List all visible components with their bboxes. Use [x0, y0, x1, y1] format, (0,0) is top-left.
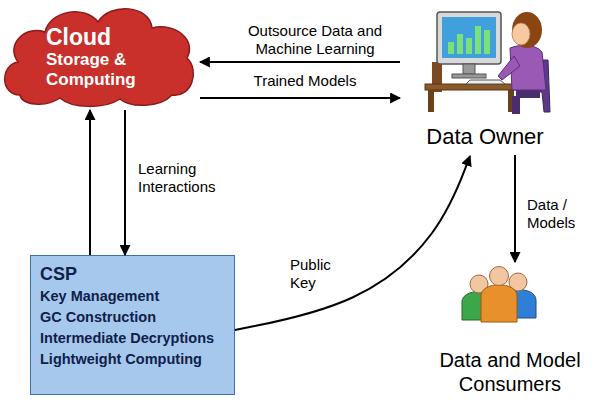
desk-leg: [428, 90, 434, 112]
chart-bar: [484, 30, 490, 54]
cloud-outline: [5, 9, 194, 107]
person-leg: [512, 96, 520, 114]
node-text: Key Management: [40, 286, 225, 307]
chart-bar: [448, 42, 454, 54]
person-face: [512, 23, 530, 45]
node-text: Storage & Computing: [46, 50, 146, 90]
edge-label: Learning Interactions: [138, 160, 230, 196]
connector-arrow: [200, 97, 400, 99]
monitor-stand: [463, 64, 475, 74]
actor-node: Data and Model Consumers: [430, 262, 590, 400]
chart-bar: [475, 26, 481, 54]
data-owner-illustration: [425, 12, 550, 114]
monitor-screen: [442, 17, 496, 58]
connector-arrow: [200, 61, 400, 63]
edge-label: Data / Models: [527, 196, 587, 232]
edge-label: Trained Models: [245, 72, 365, 90]
node-text: GC Construction: [40, 307, 225, 328]
chart-bar: [466, 38, 472, 54]
desk: [425, 84, 520, 90]
consumers-illustration: [462, 267, 536, 323]
person-head: [490, 267, 509, 286]
person-body: [481, 285, 517, 322]
node-title: Data Owner: [426, 124, 543, 149]
connector-arrow: [89, 110, 91, 255]
node-title: Cloud: [46, 24, 200, 50]
monitor-base: [452, 74, 486, 78]
person-arm: [498, 56, 520, 80]
node-title: CSP: [40, 262, 225, 286]
cloud-node: CloudStorage & Computing: [0, 0, 200, 110]
connector-arrow: [124, 110, 126, 255]
edge-label: Outsource Data and Machine Learning: [240, 22, 390, 58]
actor-node: Data Owner: [400, 0, 570, 155]
chart-bar: [457, 34, 463, 54]
person-hair: [512, 12, 542, 48]
process-box: CSPKey ManagementGC ConstructionIntermed…: [30, 255, 235, 395]
node-text: Intermediate Decryptions: [40, 328, 225, 349]
keyboard: [466, 80, 505, 84]
edge-label: Public Key: [290, 256, 348, 292]
node-title: Data and Model Consumers: [430, 348, 590, 396]
connector-arrow: [235, 156, 470, 330]
monitor: [437, 12, 501, 64]
connector-arrow: [514, 155, 516, 262]
node-text: Lightweight Computing: [40, 349, 225, 370]
